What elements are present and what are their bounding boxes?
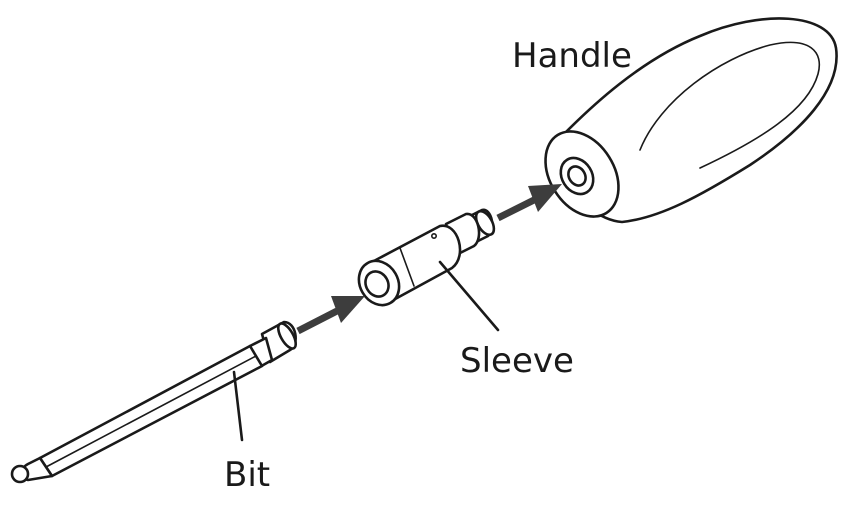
- bit-ball-end: [10, 464, 30, 484]
- sleeve-part: [357, 208, 496, 307]
- handle-part: [544, 17, 838, 224]
- arrow-sleeve-to-handle: [496, 184, 562, 222]
- leader-sleeve: [438, 260, 500, 332]
- handle-label: Handle: [512, 36, 632, 76]
- leader-bit: [232, 370, 244, 442]
- sleeve-label: Sleeve: [460, 341, 574, 381]
- bit-part: [10, 320, 298, 484]
- handle-grip-contour: [639, 41, 820, 169]
- bit-label: Bit: [224, 455, 270, 495]
- handle-socket-inner: [567, 165, 587, 187]
- handle-grip: [564, 17, 838, 224]
- arrow-bit-to-sleeve: [296, 296, 365, 335]
